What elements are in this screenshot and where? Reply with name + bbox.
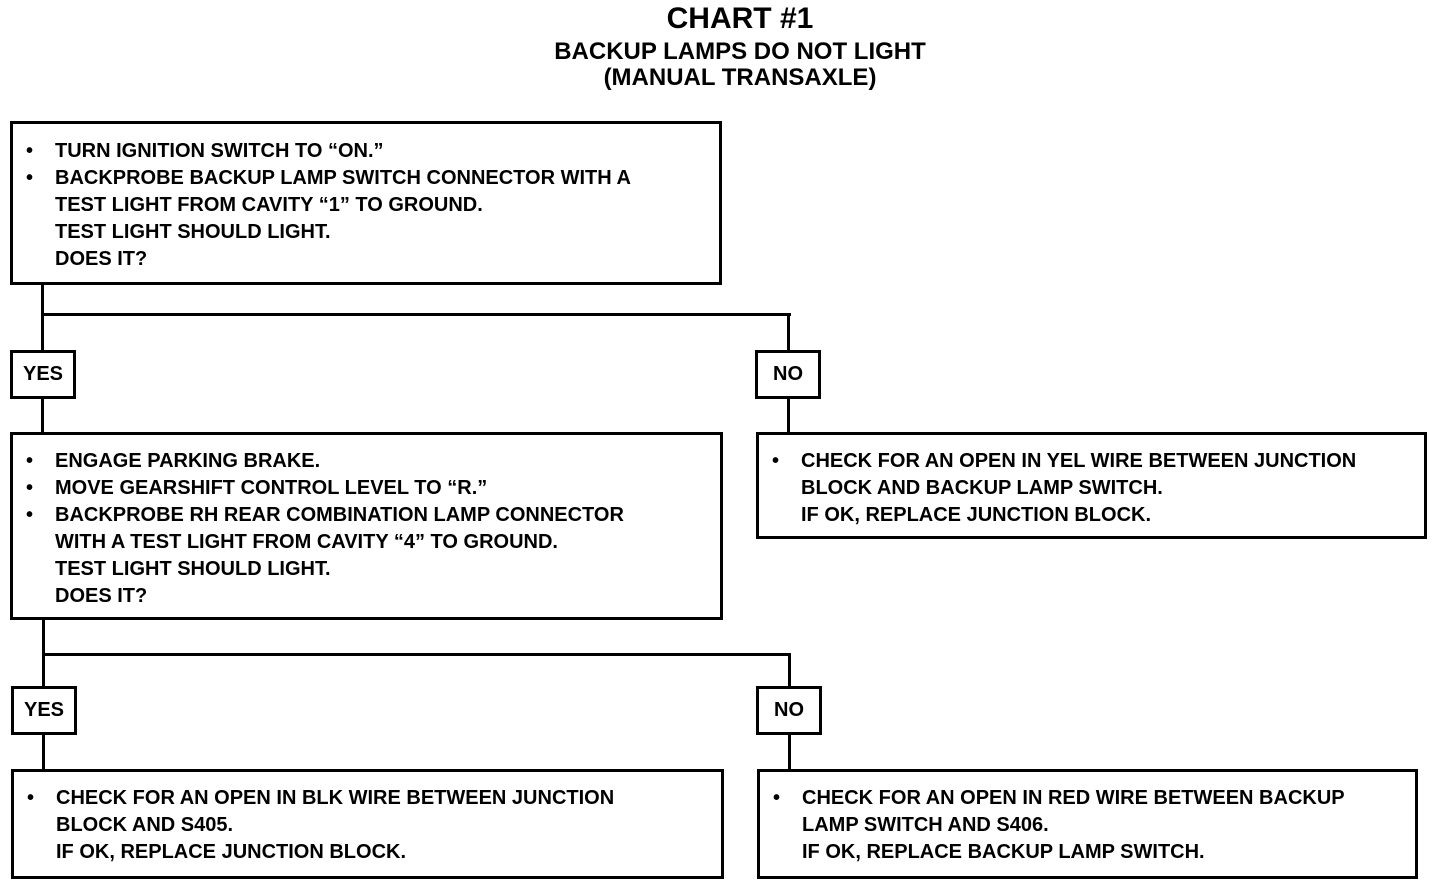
step2-no-box: •CHECK FOR AN OPEN IN RED WIRE BETWEEN B…	[757, 769, 1418, 879]
step2-bullet-brake: •ENGAGE PARKING BRAKE.	[13, 448, 720, 475]
branch2-no-label: NO	[756, 686, 822, 735]
connector-line	[41, 285, 44, 351]
step2-yes-result: IF OK, REPLACE JUNCTION BLOCK.	[56, 841, 407, 863]
bullet-icon: •	[773, 787, 781, 809]
step1-bullet-backprobe: •BACKPROBE BACKUP LAMP SWITCH CONNECTOR …	[26, 167, 631, 216]
bullet-icon: •	[26, 477, 34, 499]
bullet-icon: •	[772, 450, 780, 472]
step1-result: TEST LIGHT SHOULD LIGHT.	[55, 221, 331, 243]
step1-box: •TURN IGNITION SWITCH TO “ON.” •BACKPROB…	[10, 121, 722, 285]
connector-line	[788, 653, 791, 688]
step2-box: •ENGAGE PARKING BRAKE. •MOVE GEARSHIFT C…	[10, 432, 723, 620]
step2-no-result: IF OK, REPLACE BACKUP LAMP SWITCH.	[802, 841, 1205, 863]
connector-line	[787, 313, 790, 351]
step2-question: DOES IT?	[55, 585, 148, 607]
step2-yes-bullet: •CHECK FOR AN OPEN IN BLK WIRE BETWEEN J…	[27, 787, 615, 836]
connector-line	[41, 399, 44, 434]
step2-bullet-backprobe: •BACKPROBE RH REAR COMBINATION LAMP CONN…	[26, 504, 624, 553]
bullet-icon: •	[26, 450, 34, 472]
bullet-icon: •	[26, 140, 34, 162]
bullet-icon: •	[26, 167, 34, 189]
step2-bullet-gearshift: •MOVE GEARSHIFT CONTROL LEVEL TO “R.”	[13, 475, 720, 502]
branch1-no-label: NO	[755, 350, 821, 399]
chart-title: CHART #1	[666, 2, 814, 35]
step1-no-bullet: •CHECK FOR AN OPEN IN YEL WIRE BETWEEN J…	[772, 450, 1357, 499]
chart-subtitle-transaxle: (MANUAL TRANSAXLE)	[603, 64, 877, 91]
connector-line	[787, 399, 790, 434]
branch2-yes-label: YES	[11, 686, 77, 735]
bullet-icon: •	[26, 504, 34, 526]
step1-no-result: IF OK, REPLACE JUNCTION BLOCK.	[801, 504, 1152, 526]
connector-line	[42, 653, 791, 656]
step2-result: TEST LIGHT SHOULD LIGHT.	[55, 558, 331, 580]
connector-line	[42, 735, 45, 771]
branch1-yes-label: YES	[10, 350, 76, 399]
step1-no-box: •CHECK FOR AN OPEN IN YEL WIRE BETWEEN J…	[756, 432, 1427, 539]
step1-question: DOES IT?	[55, 248, 148, 270]
step1-bullet-ignition: •TURN IGNITION SWITCH TO “ON.”	[13, 138, 719, 165]
chart-subtitle: BACKUP LAMPS DO NOT LIGHT	[554, 38, 926, 65]
connector-line	[41, 313, 791, 316]
step2-yes-box: •CHECK FOR AN OPEN IN BLK WIRE BETWEEN J…	[11, 769, 724, 879]
step2-no-bullet: •CHECK FOR AN OPEN IN RED WIRE BETWEEN B…	[773, 787, 1345, 836]
connector-line	[788, 735, 791, 771]
bullet-icon: •	[27, 787, 35, 809]
